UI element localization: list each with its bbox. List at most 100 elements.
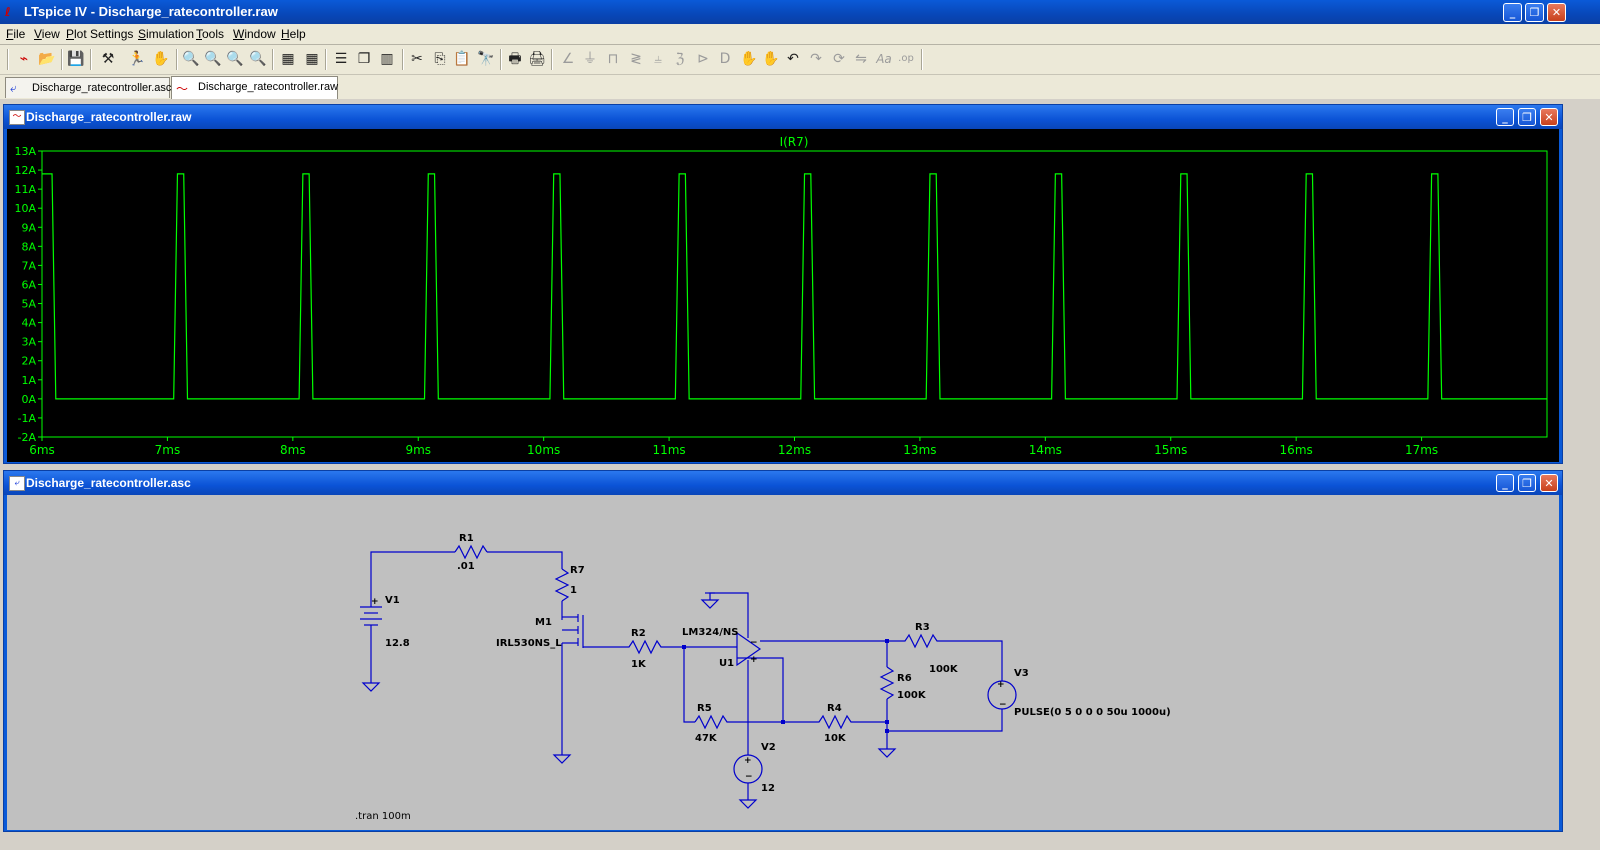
schematic-window-icon: ⤶: [9, 476, 25, 491]
control-panel-icon[interactable]: ⚒: [101, 51, 115, 67]
waveform-close-button[interactable]: ✕: [1540, 108, 1558, 126]
schematic-maximize-button[interactable]: ❐: [1518, 474, 1536, 492]
trace-label[interactable]: I(R7): [780, 135, 809, 149]
menu-simulation[interactable]: Simulation: [138, 27, 195, 41]
schematic-close-button[interactable]: ✕: [1540, 474, 1558, 492]
x-tick-label: 8ms: [280, 443, 306, 457]
schematic-drawing[interactable]: + + − + − − + R1 .01 R7 1 V1 12.8 M1 IRL…: [7, 495, 1559, 830]
v2-label: V2: [761, 742, 776, 753]
print-icon[interactable]: 🖨: [528, 51, 546, 67]
r1-label: R1: [459, 533, 474, 544]
tab-schematic[interactable]: ⤶ Discharge_ratecontroller.asc: [5, 77, 171, 98]
y-tick-label: 9A: [21, 221, 36, 234]
r6-label: R6: [897, 673, 912, 684]
tile-vertical-icon[interactable]: ▥: [380, 51, 394, 67]
wire-feedback-left: [683, 647, 695, 723]
menu-view[interactable]: View: [34, 27, 60, 41]
spice-directive-icon[interactable]: .op: [898, 53, 914, 64]
opamp-u1: [736, 631, 762, 667]
undo-icon[interactable]: ↶: [787, 51, 799, 67]
paste-icon[interactable]: 📋: [453, 51, 471, 67]
r5-label: R5: [697, 703, 712, 714]
new-schematic-icon[interactable]: ⌁: [19, 51, 29, 67]
cascade-icon[interactable]: ❐: [357, 51, 371, 67]
open-icon[interactable]: 📂: [38, 51, 56, 67]
label-icon[interactable]: ⊓: [607, 51, 619, 67]
zoom-in-icon[interactable]: 🔍: [182, 51, 200, 67]
ground-v2: [738, 799, 758, 809]
run-icon[interactable]: 🏃: [128, 51, 146, 67]
zoom-cancel-icon[interactable]: 🔍: [249, 51, 267, 67]
app-title: LTspice IV - Discharge_ratecontroller.ra…: [24, 4, 278, 19]
diode-icon[interactable]: ⊳: [697, 51, 709, 67]
tile-horizontal-icon[interactable]: ☰: [334, 51, 348, 67]
wire-v3-bottom: [887, 709, 1003, 732]
move-icon[interactable]: ✋: [740, 51, 758, 67]
v2-value: 12: [761, 783, 775, 794]
y-tick-label: -1A: [18, 412, 37, 425]
halt-icon[interactable]: ✋: [152, 51, 170, 67]
r3-resistor: [887, 633, 1003, 681]
y-tick-label: -2A: [18, 431, 37, 444]
x-tick-label: 10ms: [527, 443, 560, 457]
inductor-icon[interactable]: ℨ: [675, 51, 685, 67]
menu-plot-settings[interactable]: Plot Settings: [66, 27, 134, 41]
svg-text:−: −: [750, 638, 758, 648]
svg-text:−: −: [999, 700, 1007, 710]
menu-file[interactable]: File: [6, 27, 26, 41]
menu-bar: File View Plot Settings Simulation Tools…: [0, 24, 1600, 45]
mirror-icon[interactable]: ⇋: [855, 51, 867, 67]
m1-value: IRL530NS_L: [496, 638, 562, 649]
component-icon[interactable]: D: [719, 51, 731, 67]
menu-help[interactable]: Help: [281, 27, 306, 41]
find-icon[interactable]: 🔭: [477, 51, 495, 67]
app-title-bar[interactable]: ℓ LTspice IV - Discharge_ratecontroller.…: [0, 0, 1600, 24]
zoom-out-icon[interactable]: 🔍: [226, 51, 244, 67]
r2-label: R2: [631, 628, 646, 639]
redo-icon[interactable]: ↷: [810, 51, 822, 67]
schematic-canvas[interactable]: + + − + − − + R1 .01 R7 1 V1 12.8 M1 IRL…: [7, 495, 1559, 830]
waveform-window-icon: 〜: [9, 110, 25, 125]
schematic-window-title-bar[interactable]: ⤶ Discharge_ratecontroller.asc _ ❐ ✕: [4, 471, 1562, 495]
u1-part: LM324/NS: [682, 627, 738, 638]
text-icon[interactable]: Aa: [876, 52, 892, 66]
ground-icon[interactable]: ⏚: [583, 51, 597, 67]
cut-icon[interactable]: ✂: [411, 51, 423, 67]
restore-button[interactable]: ❐: [1525, 3, 1544, 22]
y-tick-label: 13A: [14, 145, 36, 158]
wire-icon[interactable]: ∠: [561, 51, 575, 67]
r3-value: 100K: [929, 664, 959, 675]
waveform-window-title-bar[interactable]: 〜 Discharge_ratecontroller.raw _ ❐ ✕: [4, 105, 1562, 129]
save-icon[interactable]: 💾: [67, 51, 85, 67]
resistor-icon[interactable]: ≷: [630, 51, 642, 67]
wire-v1-top: [370, 551, 455, 598]
rotate-icon[interactable]: ⟳: [833, 51, 845, 67]
r7-value: 1: [570, 585, 577, 596]
copy-icon[interactable]: ⎘: [434, 51, 446, 67]
ground-m1: [552, 754, 572, 764]
y-tick-label: 6A: [21, 278, 36, 291]
r4-value: 10K: [824, 733, 847, 744]
schematic-window[interactable]: ⤶ Discharge_ratecontroller.asc _ ❐ ✕: [3, 470, 1563, 832]
svg-text:−: −: [745, 772, 753, 782]
drag-icon[interactable]: ✋: [762, 51, 780, 67]
tab-waveform[interactable]: 〜 Discharge_ratecontroller.raw: [171, 76, 338, 99]
spice-directive[interactable]: .tran 100m: [355, 811, 411, 822]
menu-window[interactable]: Window: [233, 27, 276, 41]
print-setup-icon[interactable]: 🖶: [508, 51, 522, 67]
zoom-area-icon[interactable]: 🔍: [204, 51, 222, 67]
close-button[interactable]: ✕: [1547, 3, 1566, 22]
menu-tools[interactable]: Tools: [196, 27, 225, 41]
autorange-icon[interactable]: ▦: [281, 51, 295, 67]
schematic-minimize-button[interactable]: _: [1496, 474, 1514, 492]
waveform-minimize-button[interactable]: _: [1496, 108, 1514, 126]
wire-vcc-gnd: [709, 592, 740, 600]
autorange-y-icon[interactable]: ▦: [305, 51, 319, 67]
y-tick-label: 10A: [14, 202, 36, 215]
minimize-button[interactable]: _: [1503, 3, 1522, 22]
waveform-window[interactable]: 〜 Discharge_ratecontroller.raw _ ❐ ✕ 13A…: [3, 104, 1563, 464]
waveform-maximize-button[interactable]: ❐: [1518, 108, 1536, 126]
capacitor-icon[interactable]: ⫨: [654, 51, 662, 67]
